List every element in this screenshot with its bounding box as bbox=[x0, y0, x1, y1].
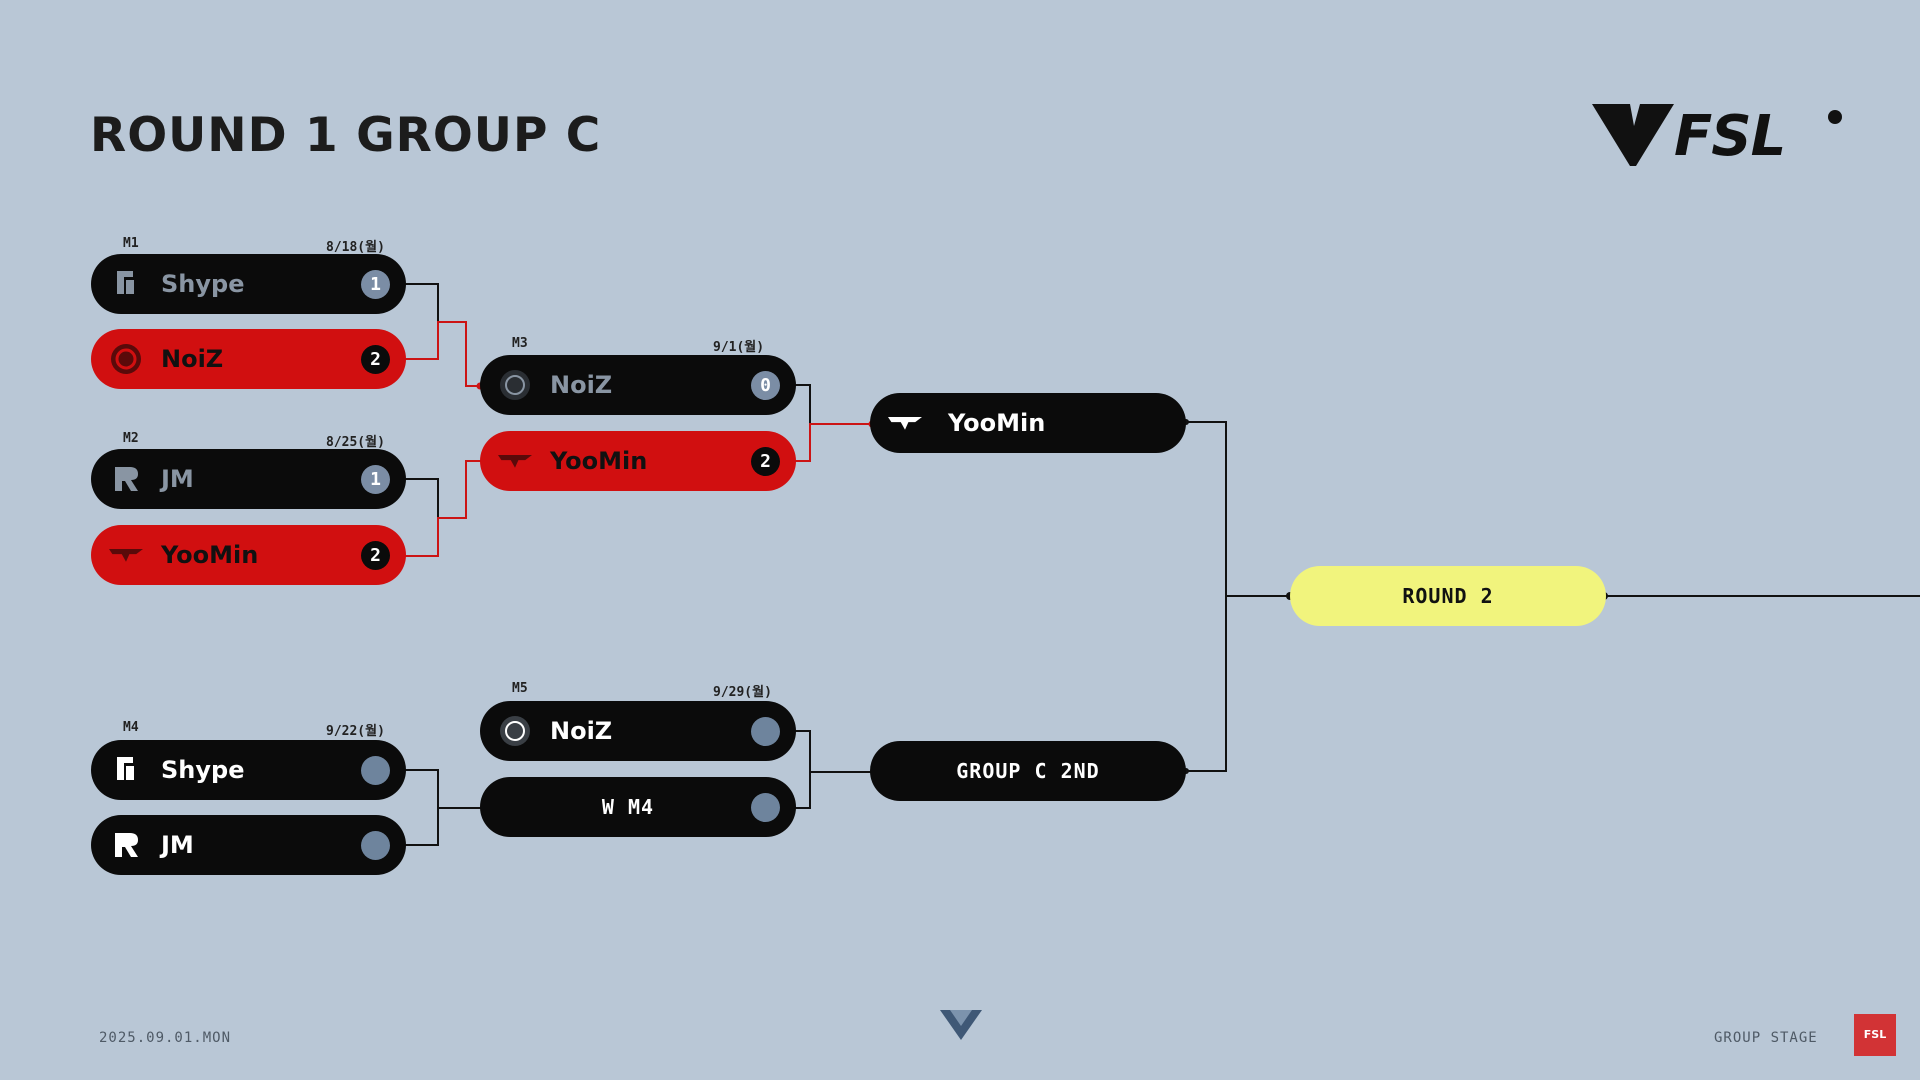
match-label-m2: M2 bbox=[123, 431, 139, 446]
winner-m4-placeholder: W M4 bbox=[601, 795, 655, 819]
score-badge-empty bbox=[751, 793, 780, 822]
player-name: JM bbox=[161, 465, 194, 493]
match-m2-slot-top[interactable]: JM 1 bbox=[91, 449, 406, 509]
player-name: YooMin bbox=[161, 541, 259, 569]
footer-stage: GROUP STAGE bbox=[1714, 1030, 1818, 1046]
noiz-badge-icon bbox=[498, 715, 532, 747]
match-label-m3: M3 bbox=[512, 336, 528, 351]
match-label-m4: M4 bbox=[123, 720, 139, 735]
player-name: Shype bbox=[161, 756, 245, 784]
fsl-badge: FSL bbox=[1854, 1014, 1896, 1056]
match-date-m1: 8/18(월) bbox=[326, 240, 385, 255]
footer-date: 2025.09.01.MON bbox=[99, 1030, 232, 1046]
shield-logo-icon bbox=[109, 754, 143, 786]
score-badge: 2 bbox=[751, 447, 780, 476]
player-name: YooMin bbox=[948, 409, 1046, 437]
player-name: NoiZ bbox=[550, 371, 613, 399]
registered-mark-icon bbox=[1828, 110, 1842, 124]
shield-logo-icon bbox=[109, 268, 143, 300]
match-m1-slot-top[interactable]: Shype 1 bbox=[91, 254, 406, 314]
score-badge: 1 bbox=[361, 465, 390, 494]
match-m3-slot-top[interactable]: NoiZ 0 bbox=[480, 355, 796, 415]
group-c-second-slot[interactable]: GROUP C 2ND bbox=[870, 741, 1186, 801]
match-m2-slot-bottom[interactable]: YooMin 2 bbox=[91, 525, 406, 585]
match-date-m5: 9/29(월) bbox=[713, 685, 772, 700]
player-name: YooMin bbox=[550, 447, 648, 475]
match-label-m1: M1 bbox=[123, 236, 139, 251]
match-m5-slot-top[interactable]: NoiZ bbox=[480, 701, 796, 761]
t1-logo-icon bbox=[498, 445, 532, 477]
player-name: NoiZ bbox=[550, 717, 613, 745]
page-title: ROUND 1 GROUP C bbox=[90, 108, 602, 163]
score-badge: 1 bbox=[361, 270, 390, 299]
group-c-second-label: GROUP C 2ND bbox=[956, 759, 1100, 783]
round-2-slot[interactable]: ROUND 2 bbox=[1290, 566, 1606, 626]
fsl-chevron-icon bbox=[940, 1010, 982, 1040]
fsl-logo: FSL bbox=[1590, 100, 1846, 170]
score-badge: 0 bbox=[751, 371, 780, 400]
group-c-first-slot[interactable]: YooMin bbox=[870, 393, 1186, 453]
noiz-badge-icon bbox=[498, 369, 532, 401]
fsl-logo-word: FSL bbox=[1674, 104, 1786, 169]
score-badge-empty bbox=[361, 756, 390, 785]
noiz-badge-icon bbox=[109, 343, 143, 375]
player-name: NoiZ bbox=[161, 345, 224, 373]
jm-logo-icon bbox=[109, 463, 143, 495]
match-date-m2: 8/25(월) bbox=[326, 435, 385, 450]
player-name: Shype bbox=[161, 270, 245, 298]
fsl-chevron-icon bbox=[1592, 104, 1674, 166]
score-badge: 2 bbox=[361, 541, 390, 570]
match-m3-slot-bottom[interactable]: YooMin 2 bbox=[480, 431, 796, 491]
jm-logo-icon bbox=[109, 829, 143, 861]
score-badge-empty bbox=[361, 831, 390, 860]
score-badge-empty bbox=[751, 717, 780, 746]
score-badge: 2 bbox=[361, 345, 390, 374]
match-m4-slot-top[interactable]: Shype bbox=[91, 740, 406, 800]
match-date-m3: 9/1(월) bbox=[713, 340, 765, 355]
match-date-m4: 9/22(월) bbox=[326, 724, 385, 739]
t1-logo-icon bbox=[109, 539, 143, 571]
match-m4-slot-bottom[interactable]: JM bbox=[91, 815, 406, 875]
player-name: JM bbox=[161, 831, 194, 859]
t1-logo-icon bbox=[888, 407, 922, 439]
round-2-label: ROUND 2 bbox=[1402, 584, 1494, 608]
match-label-m5: M5 bbox=[512, 681, 528, 696]
match-m5-slot-bottom[interactable]: W M4 bbox=[480, 777, 796, 837]
match-m1-slot-bottom[interactable]: NoiZ 2 bbox=[91, 329, 406, 389]
